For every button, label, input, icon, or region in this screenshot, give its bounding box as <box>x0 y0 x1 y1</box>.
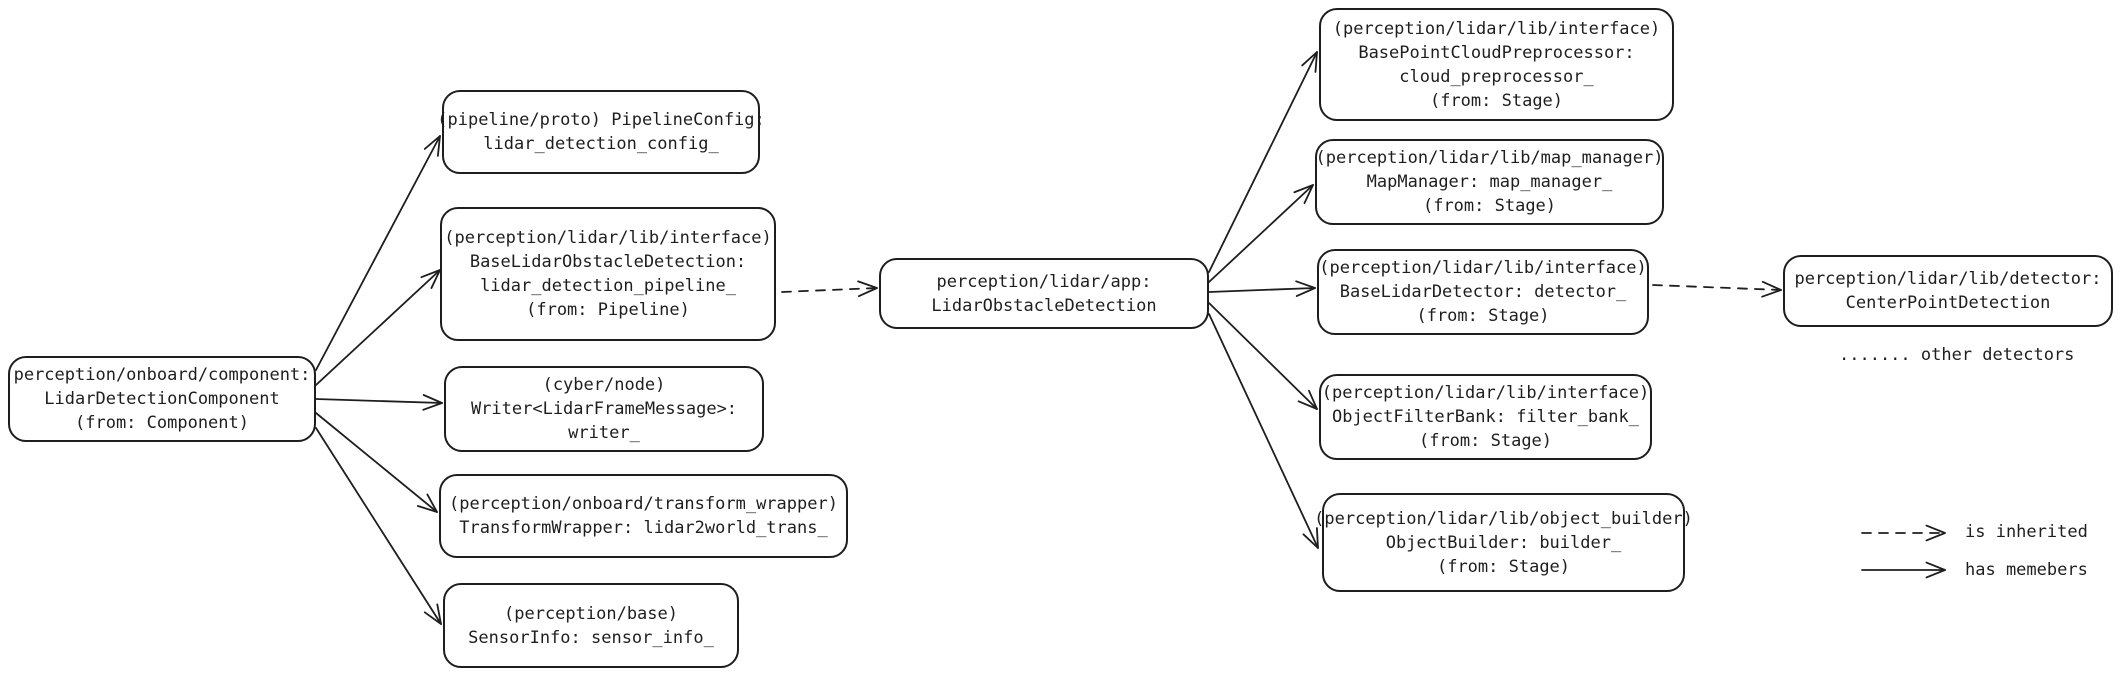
node-text-line: perception/lidar/lib/detector: <box>1794 269 2102 289</box>
node-text-line: (from: Stage) <box>1416 306 1550 326</box>
node-text-line: BaseLidarObstacleDetection: <box>469 252 747 272</box>
node-base-lidar-detector: (perception/lidar/lib/interface) BaseLida… <box>1317 249 1649 335</box>
node-sensor-info: (perception/base) SensorInfo: sensor_info… <box>443 583 739 668</box>
node-text-line: LidarObstacleDetection <box>931 295 1157 316</box>
node-text-line: TransformWrapper: lidar2world_trans_ <box>459 518 828 538</box>
node-text-line: cloud_preprocessor_ <box>1399 66 1594 87</box>
node-base-lidar-obstacle-detection: (perception/lidar/lib/interface) BaseLida… <box>440 207 776 341</box>
node-text-line: BasePointCloudPreprocessor: <box>1358 42 1635 63</box>
node-text-line: CenterPointDetection <box>1845 293 2051 313</box>
node-cloud-preprocessor: (perception/lidar/lib/interface) BasePoin… <box>1319 8 1674 121</box>
node-text-line: ObjectBuilder: builder_ <box>1385 532 1622 553</box>
edge-component-to-sensor-info <box>315 427 442 625</box>
edge-app-to-object-builder <box>1208 313 1319 549</box>
edge-component-to-pipeline-config <box>315 135 441 371</box>
node-text-line: lidar_detection_config_ <box>483 134 719 154</box>
edge-component-to-transform-wrapper <box>315 412 438 513</box>
node-text-line: (cyber/node) <box>542 375 666 395</box>
edge-component-to-writer <box>315 394 443 411</box>
node-pipeline-config: (pipeline/proto) PipelineConfig: lidar_de… <box>437 90 765 174</box>
edge-obstacle-detection-inherited <box>781 280 878 298</box>
node-text-line: (from: Component) <box>75 413 249 433</box>
node-text-line: (from: Stage) <box>1422 196 1557 216</box>
node-center-point-detection: perception/lidar/lib/detector: CenterPoin… <box>1783 255 2113 327</box>
node-text-line: (perception/onboard/transform_wrapper) <box>449 494 838 514</box>
node-text-line: (perception/lidar/lib/map_manager) <box>1315 148 1664 168</box>
edge-app-to-base-lidar-detector <box>1208 280 1316 298</box>
node-lidar-obstacle-detection: perception/lidar/app: LidarObstacleDetect… <box>879 258 1209 329</box>
node-text-line: BaseLidarDetector: detector_ <box>1339 282 1627 302</box>
node-text-line: Writer<LidarFrameMessage>: <box>470 399 738 419</box>
node-text-line: MapManager: map_manager_ <box>1366 172 1613 192</box>
node-text-line: (perception/lidar/lib/object_builder) <box>1314 508 1693 529</box>
node-text-line: (perception/lidar/lib/interface) <box>444 228 772 248</box>
node-text-line: lidar_detection_pipeline_ <box>480 276 736 296</box>
node-text-line: ObjectFilterBank: filter_bank_ <box>1331 407 1640 427</box>
node-transform-wrapper: (perception/onboard/transform_wrapper) Tr… <box>439 474 848 558</box>
node-text-line: (perception/base) <box>504 603 678 624</box>
legend-inherited-arrow <box>1861 524 1946 542</box>
legend-inherited-label: is inherited <box>1965 522 2088 542</box>
edge-component-to-obstacle-detection <box>315 269 441 386</box>
edge-app-to-map-manager <box>1208 184 1314 283</box>
legend-members-arrow <box>1861 561 1946 579</box>
node-object-filter-bank: (perception/lidar/lib/interface) ObjectFi… <box>1319 374 1652 460</box>
node-text-line: perception/lidar/app: <box>936 271 1152 292</box>
node-lidar-detection-component: perception/onboard/component: LidarDetect… <box>8 356 316 442</box>
node-text-line: (from: Stage) <box>1436 556 1571 577</box>
node-text-line: writer_ <box>568 423 640 443</box>
node-text-line: (from: Pipeline) <box>526 300 690 320</box>
legend-members-label: has memebers <box>1965 560 2088 580</box>
node-text-line: LidarDetectionComponent <box>44 389 280 409</box>
node-writer: (cyber/node) Writer<LidarFrameMessage>: wr… <box>444 366 764 452</box>
node-text-line: (from: Stage) <box>1429 90 1564 111</box>
edge-detector-inherited <box>1652 280 1782 298</box>
node-object-builder: (perception/lidar/lib/object_builder) Obj… <box>1314 493 1693 592</box>
edge-app-to-cloud-preprocessor <box>1208 51 1318 273</box>
node-text-line: (perception/lidar/lib/interface) <box>1332 18 1661 39</box>
edge-app-to-object-filter-bank <box>1208 302 1318 410</box>
node-map-manager: (perception/lidar/lib/map_manager) MapMan… <box>1315 139 1664 225</box>
node-text-line: (from: Stage) <box>1418 431 1553 451</box>
other-detectors-note: ....... other detectors <box>1839 345 2075 365</box>
node-text-line: (perception/lidar/lib/interface) <box>1319 258 1647 278</box>
node-text-line: perception/onboard/component: <box>13 365 311 385</box>
node-text-line: SensorInfo: sensor_info_ <box>468 627 714 648</box>
node-text-line: (perception/lidar/lib/interface) <box>1321 383 1650 403</box>
node-text-line: (pipeline/proto) PipelineConfig: <box>437 110 765 130</box>
